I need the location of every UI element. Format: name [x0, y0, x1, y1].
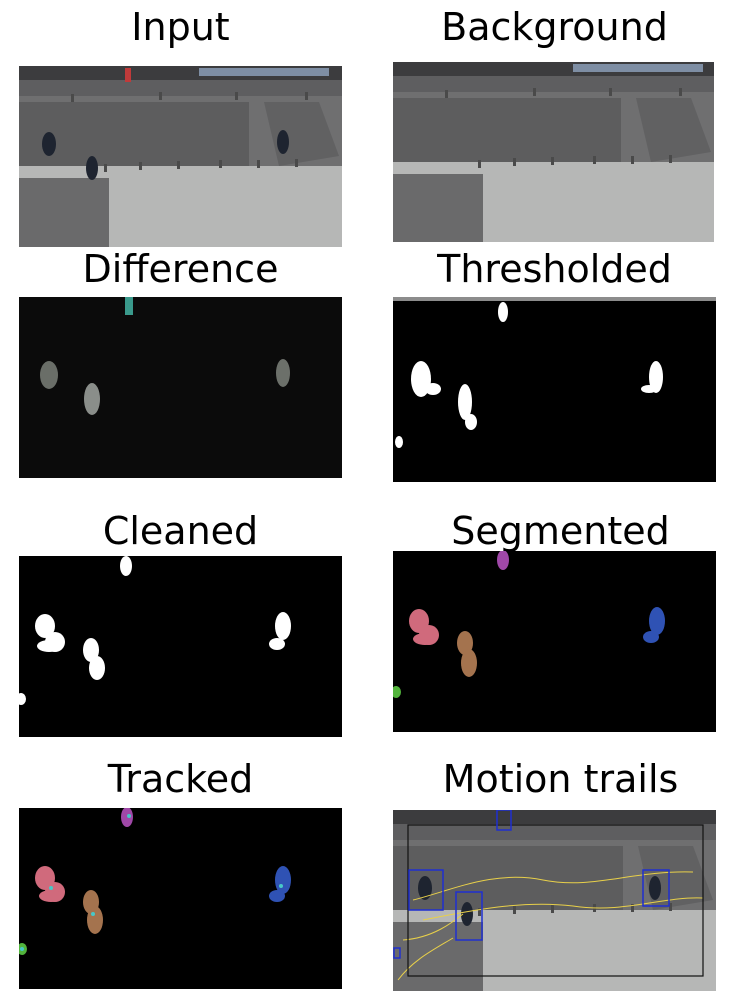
motion-trail-lines: [397, 871, 704, 981]
tracked-image: [19, 808, 342, 989]
cleaned-blobs: [19, 556, 291, 705]
segmented-image: [393, 551, 716, 732]
background-image: [393, 62, 714, 242]
panel-title-cleaned: Cleaned: [102, 509, 259, 553]
panel-title-background: Background: [441, 5, 668, 49]
track-boxes: [393, 810, 670, 959]
panel-title-thresholded: Thresholded: [437, 247, 672, 291]
panel-title-input: Input: [131, 5, 230, 49]
thresholded-image: [393, 297, 716, 482]
panel-title-motion-trails: Motion trails: [442, 757, 679, 801]
motion-trails-image: [393, 810, 716, 991]
panel-title-segmented: Segmented: [451, 509, 670, 553]
cleaned-image: [19, 556, 342, 737]
difference-image: [19, 297, 342, 478]
tracking-region-box: [407, 824, 704, 977]
panel-title-tracked: Tracked: [107, 757, 254, 801]
input-image: [19, 66, 342, 247]
panel-title-difference: Difference: [82, 247, 279, 291]
